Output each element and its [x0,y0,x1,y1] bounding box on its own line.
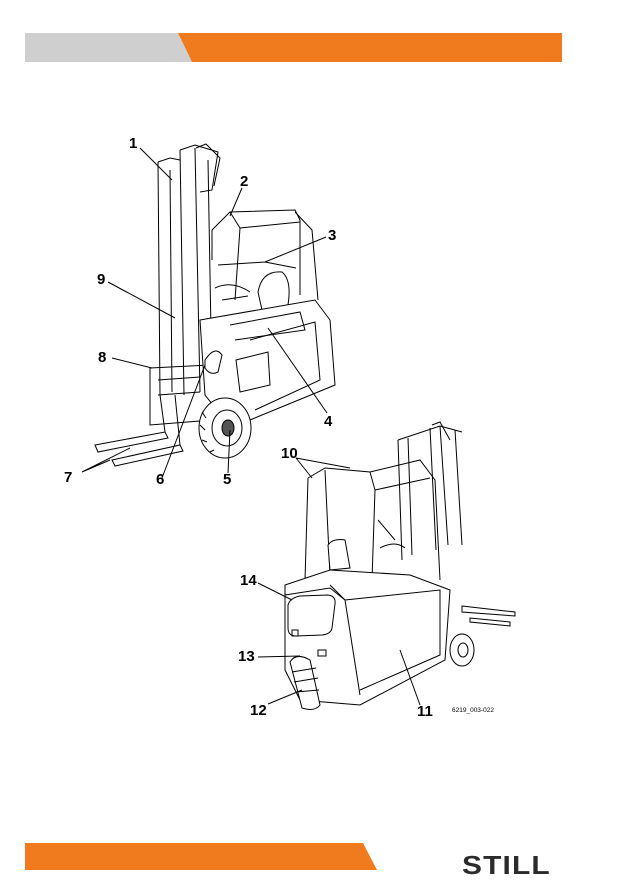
callout-14: 14 [240,573,257,589]
image-reference-code: 6219_003-022 [452,707,494,714]
callout-3: 3 [328,228,336,244]
rear-forklift-drawing [258,422,515,709]
footer-orange-segment [25,843,377,870]
callout-6: 6 [156,472,164,488]
front-forklift-drawing [82,144,335,478]
callout-9: 9 [97,272,105,288]
callout-5: 5 [223,472,231,488]
callout-12: 12 [250,703,267,719]
callout-1: 1 [129,136,137,152]
callout-7: 7 [64,470,72,486]
callout-13: 13 [238,649,255,665]
footer-band [25,843,377,870]
callout-11: 11 [417,704,433,720]
callout-8: 8 [98,350,106,366]
still-logo: STILL [462,850,551,881]
callout-4: 4 [324,414,332,430]
callout-2: 2 [240,174,248,190]
callout-10: 10 [281,446,298,462]
